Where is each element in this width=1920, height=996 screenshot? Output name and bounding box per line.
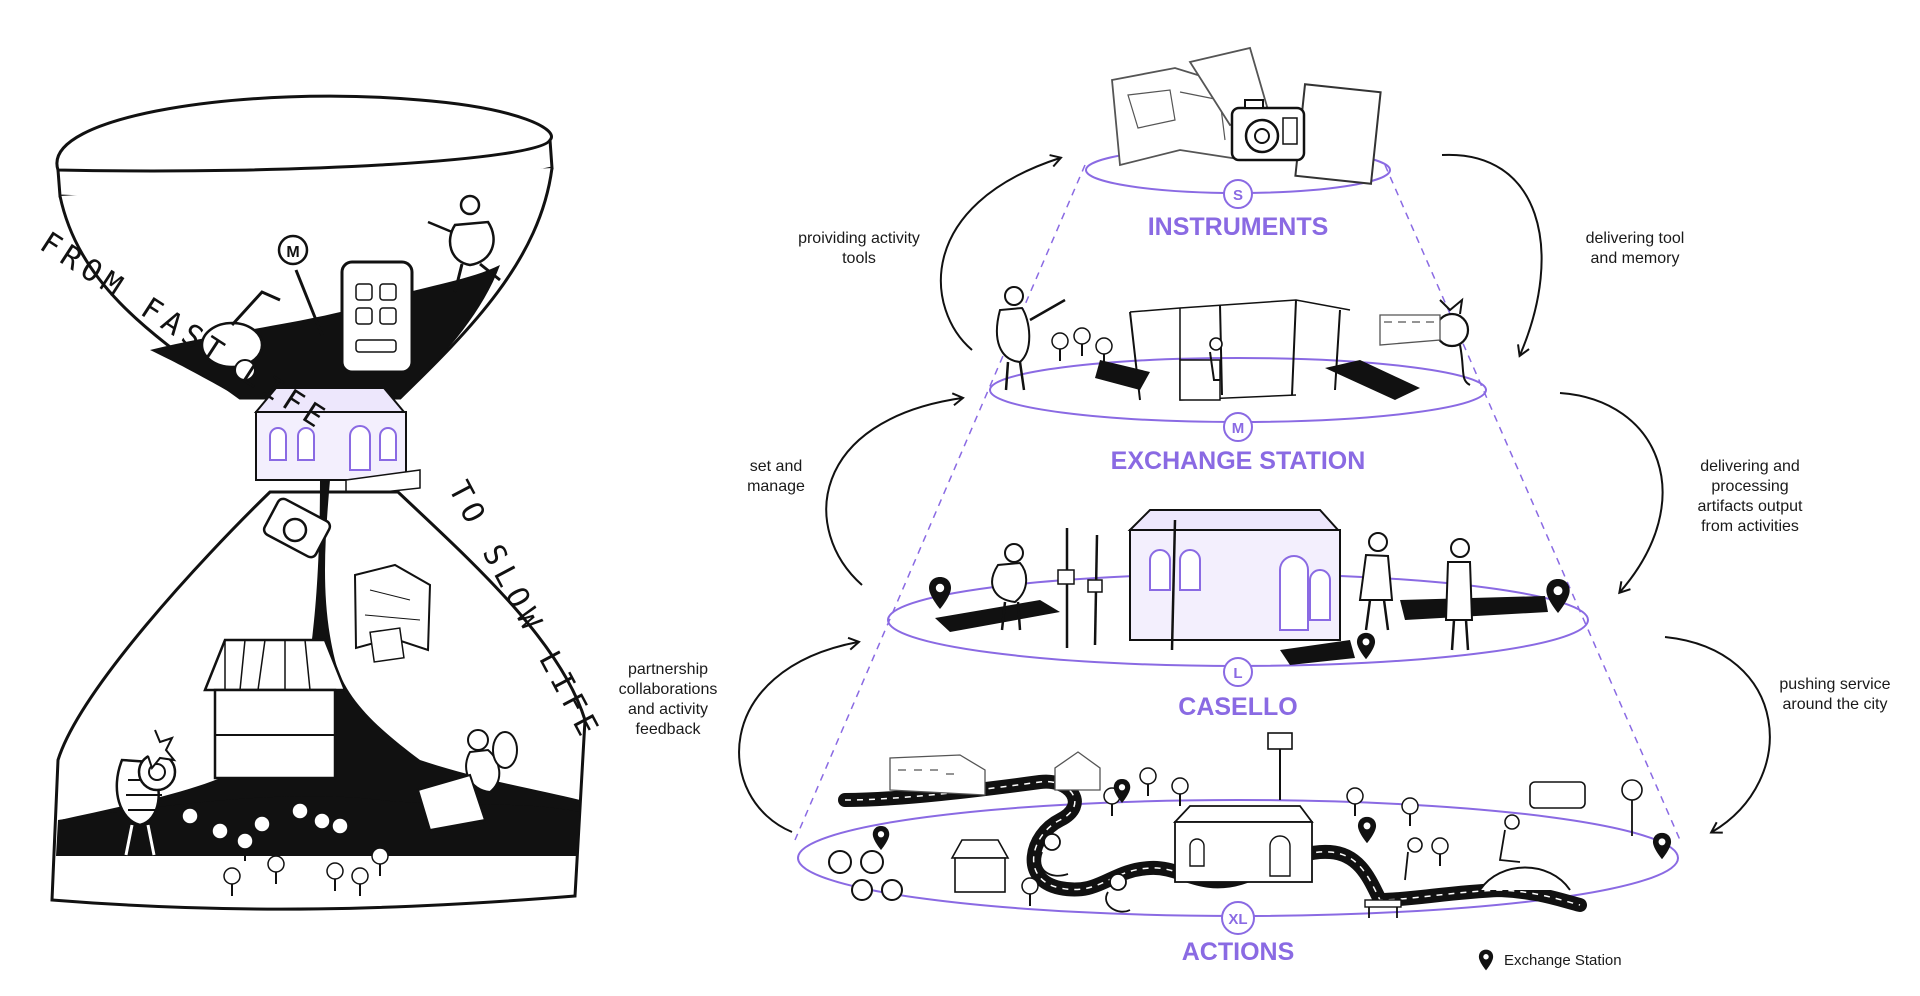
bench [391, 867, 429, 890]
location-pin-icon [1652, 832, 1672, 860]
hourglass-station-building [253, 387, 421, 497]
level-badge [1223, 657, 1253, 687]
legend: Exchange Station [1478, 949, 1622, 971]
location-pin-icon [929, 577, 951, 609]
level-badge [1223, 412, 1253, 442]
level-title: CASELLO [1178, 693, 1297, 721]
arrow-right-1 [1441, 153, 1543, 358]
hourglass: M [34, 94, 607, 911]
level-badge-letter: L [1233, 665, 1242, 682]
metro-sign-letter: M [286, 244, 299, 261]
levels-pyramid: S INSTRUMENTS M EXCHANGE STATION L CASEL… [738, 46, 1771, 966]
level-title: ACTIONS [1182, 938, 1295, 966]
annotation-set-and-manage: set and manage [747, 458, 805, 495]
falling-person-figure [200, 290, 281, 381]
arrow-right-3 [1664, 636, 1771, 834]
hourglass-top-cap [55, 94, 553, 173]
level-badge [1221, 901, 1255, 935]
arrow-left-1 [939, 154, 1063, 351]
level-xl-label: XL ACTIONS [1182, 901, 1295, 966]
level-badge-letter: XL [1228, 911, 1247, 928]
location-pin-icon [1356, 632, 1376, 660]
level-l-label: L CASELLO [1178, 657, 1298, 721]
location-pin-icon [872, 826, 890, 850]
location-pin-icon [1478, 949, 1494, 971]
casello-illustration [935, 509, 1548, 665]
level-badge-letter: S [1233, 187, 1243, 204]
annotation-partnership: partnership collaborations and activity … [618, 661, 718, 738]
smartphone-icon [340, 260, 414, 374]
arrow-left-3 [738, 636, 861, 833]
metro-sign: M [277, 234, 324, 336]
exchange-station-illustration [995, 286, 1471, 401]
arrow-left-2 [825, 392, 965, 586]
photographer-figure [115, 729, 177, 856]
level-title: INSTRUMENTS [1148, 213, 1329, 241]
arrow-right-2 [1559, 392, 1664, 595]
annotation-delivering-processing: delivering and processing artifacts outp… [1697, 458, 1803, 535]
level-m-label: M EXCHANGE STATION [1111, 412, 1366, 475]
annotation-delivering-tool: delivering tool and memory [1585, 230, 1685, 267]
market-stall [203, 638, 347, 780]
left-dashed-guide [794, 164, 1086, 841]
instruments-illustration [1111, 46, 1382, 185]
level-badge [1223, 179, 1253, 209]
right-dashed-guide [1384, 164, 1681, 841]
legend-label: Exchange Station [1504, 951, 1622, 969]
drawing-person-figure [416, 729, 518, 832]
level-title: EXCHANGE STATION [1111, 447, 1366, 475]
running-person-figure [427, 194, 501, 293]
level-s-label: S INSTRUMENTS [1148, 179, 1329, 241]
location-pin-icon [1357, 816, 1377, 844]
annotation-pushing-service: pushing service around the city [1779, 676, 1891, 713]
actions-city-illustration [828, 732, 1643, 918]
map-sheet-icon [353, 563, 432, 663]
annotation-providing-tools: proividing activity tools [798, 230, 920, 267]
camera-icon [262, 497, 332, 559]
level-badge-letter: M [1232, 420, 1245, 437]
location-pin-icon [1546, 579, 1570, 613]
